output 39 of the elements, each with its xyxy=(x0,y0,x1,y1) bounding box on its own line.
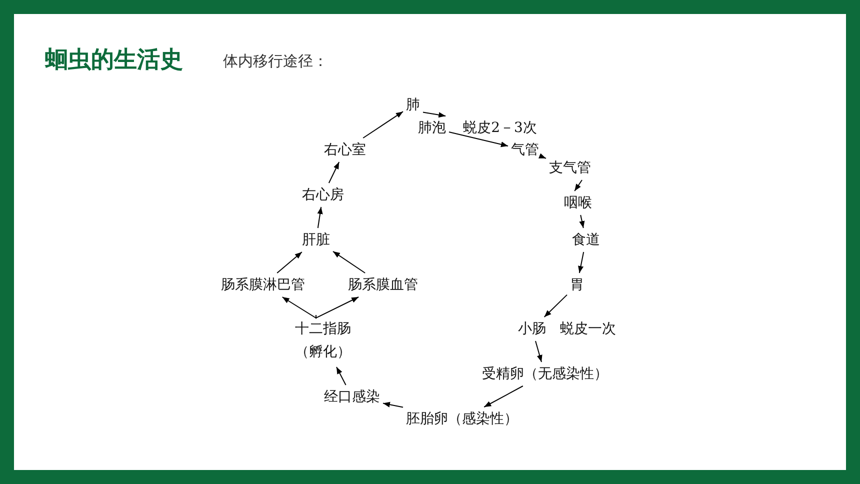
stage-label: 十二指肠 （孵化） xyxy=(295,318,351,364)
subtitle: 体内移行途径： xyxy=(223,52,328,71)
arrow xyxy=(578,252,584,274)
arrow xyxy=(282,296,316,319)
arrow xyxy=(332,250,366,274)
stage-label: 右心房 xyxy=(302,186,344,204)
stage-label: 气管 xyxy=(511,141,539,159)
stage-label: 食道 xyxy=(572,231,600,249)
title: 蛔虫的生活史 xyxy=(45,46,183,75)
stage-label: 支气管 xyxy=(549,159,591,177)
arrow xyxy=(336,366,346,386)
arrow xyxy=(484,386,524,408)
stage-label: 胃 xyxy=(570,276,584,294)
stage-label: 肠系膜淋巴管 xyxy=(221,276,305,294)
arrow xyxy=(544,294,568,318)
side-note: 蜕皮2－3次 xyxy=(463,119,537,137)
arrow xyxy=(422,112,446,118)
stage-label: 肝脏 xyxy=(302,231,330,249)
stage-label: 肺 xyxy=(406,96,420,114)
arrow xyxy=(538,153,546,159)
side-note: 蜕皮一次 xyxy=(560,320,616,338)
arrow xyxy=(276,252,302,274)
arrow xyxy=(574,180,582,192)
stage-label: 右心室 xyxy=(324,141,366,159)
stage-label: 经口感染 xyxy=(324,388,380,406)
stage-label: 咽喉 xyxy=(564,194,592,212)
arrow xyxy=(328,162,340,184)
stage-label: 肠系膜血管 xyxy=(348,276,418,294)
arrow xyxy=(448,132,508,148)
arrow xyxy=(317,206,323,228)
stage-label: 胚胎卵（感染性） xyxy=(406,410,518,428)
arrow xyxy=(579,214,585,228)
arrow xyxy=(382,402,404,408)
stage-label: 肺泡 xyxy=(418,119,446,137)
stage-label: 小肠 xyxy=(518,320,546,338)
arrow xyxy=(535,340,542,362)
arrow xyxy=(316,296,360,319)
stage-label: 受精卵（无感染性） xyxy=(482,365,608,383)
arrow xyxy=(362,111,404,138)
